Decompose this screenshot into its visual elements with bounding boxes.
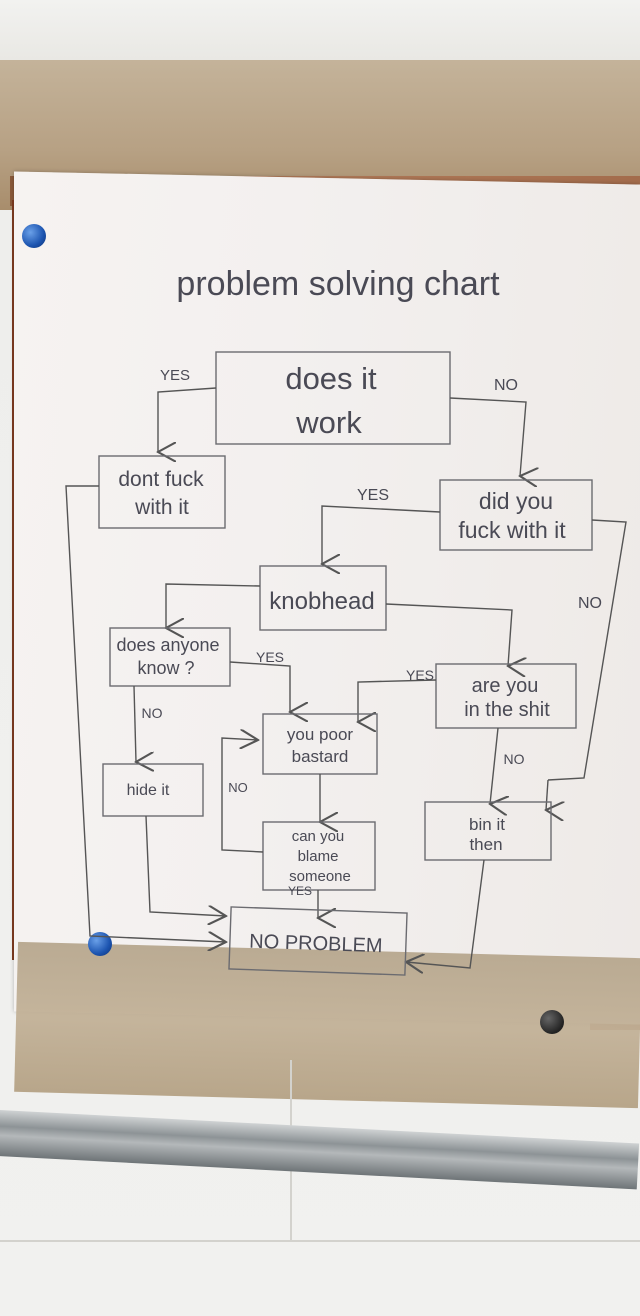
connector xyxy=(166,583,261,628)
node-dont-fuck-with-it xyxy=(98,455,226,529)
connector xyxy=(449,397,526,476)
node-label: someone xyxy=(289,868,351,885)
node-label: bin it xyxy=(469,815,505,834)
connector xyxy=(547,519,627,781)
node-label: dont fuck xyxy=(118,468,204,491)
node-label: NO PROBLEM xyxy=(249,931,383,958)
node-bin-it-then xyxy=(424,801,552,861)
node-hide-it xyxy=(102,763,204,817)
connector xyxy=(358,679,437,722)
node-label: did you xyxy=(479,488,553,514)
connector xyxy=(65,485,226,942)
connector xyxy=(158,387,217,452)
push-pin-icon xyxy=(22,224,46,248)
node-does-anyone-know xyxy=(109,627,231,687)
connector xyxy=(133,685,136,762)
node-label: can you xyxy=(292,828,345,845)
node-no-problem xyxy=(228,906,408,976)
node-did-you-fuck-with-it xyxy=(439,479,593,551)
edge-label: YES xyxy=(357,487,389,504)
node-are-you-in-the-shit xyxy=(435,663,577,729)
node-label: then xyxy=(469,835,502,854)
connector xyxy=(385,603,512,666)
node-label: in the shit xyxy=(464,699,550,721)
connector xyxy=(145,815,226,916)
node-label: with it xyxy=(134,496,189,519)
connector xyxy=(406,859,485,968)
node-label: does it xyxy=(285,361,377,396)
connector xyxy=(546,779,548,810)
edge-label: NO xyxy=(504,751,525,767)
node-label: work xyxy=(295,405,362,440)
edge-label: NO xyxy=(228,780,248,795)
node-label: knobhead xyxy=(269,588,374,615)
node-knobhead xyxy=(259,565,387,631)
edge-label: NO xyxy=(142,705,163,721)
connector xyxy=(221,738,264,853)
node-label: hide it xyxy=(127,782,170,799)
brick-joint xyxy=(0,1240,640,1242)
chart-title: problem solving chart xyxy=(176,265,500,303)
node-label: are you xyxy=(472,675,539,697)
node-can-you-blame-someone xyxy=(262,821,376,891)
node-label: you poor xyxy=(287,725,353,744)
edge-label: YES xyxy=(288,884,312,898)
edge-label: YES xyxy=(256,649,284,665)
edge-label: YES xyxy=(406,667,434,683)
edge-label: YES xyxy=(160,367,190,384)
connector xyxy=(229,661,290,712)
node-label: blame xyxy=(298,848,339,865)
edge-label: NO xyxy=(578,595,602,612)
node-label: does anyone xyxy=(116,635,219,655)
connector xyxy=(490,727,498,804)
push-pin-icon xyxy=(540,1010,564,1034)
connector xyxy=(322,505,441,564)
node-label: know ? xyxy=(137,658,194,678)
edge-label: NO xyxy=(494,377,518,394)
node-label: bastard xyxy=(292,747,349,766)
node-label: fuck with it xyxy=(458,517,566,543)
